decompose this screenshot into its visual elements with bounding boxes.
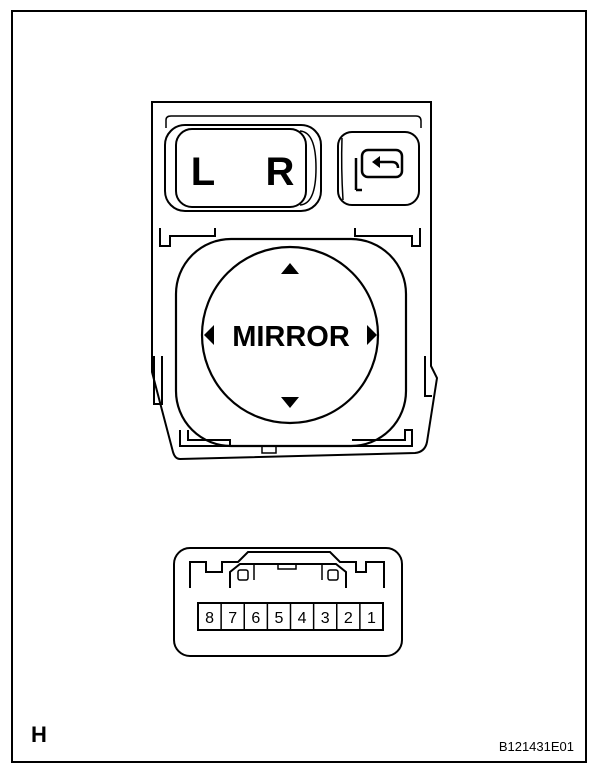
fold-button[interactable] [337, 131, 420, 206]
lr-selector-button[interactable] [175, 128, 307, 208]
connector [173, 547, 403, 657]
pin-number-3: 3 [321, 610, 330, 627]
right-mirror-label: R [266, 150, 295, 194]
mirror-switch [151, 101, 439, 461]
mirror-control-pad[interactable] [200, 245, 380, 425]
pin-number-6: 6 [251, 610, 260, 627]
pin-number-5: 5 [274, 610, 283, 627]
left-arrow-icon [204, 325, 214, 345]
up-arrow-icon [281, 263, 299, 274]
figure-code: B121431E01 [498, 739, 574, 754]
mirror-pad-label: MIRROR [232, 321, 350, 353]
pin-number-2: 2 [344, 610, 353, 627]
pin-number-4: 4 [298, 610, 307, 627]
right-arrow-icon [367, 325, 377, 345]
down-arrow-icon [281, 397, 299, 408]
pin-number-1: 1 [367, 610, 376, 627]
left-mirror-label: L [191, 150, 215, 194]
mirror-fold-icon [354, 148, 404, 192]
view-letter: H [31, 722, 47, 747]
pin-number-8: 8 [205, 610, 214, 627]
pin-number-7: 7 [228, 610, 237, 627]
